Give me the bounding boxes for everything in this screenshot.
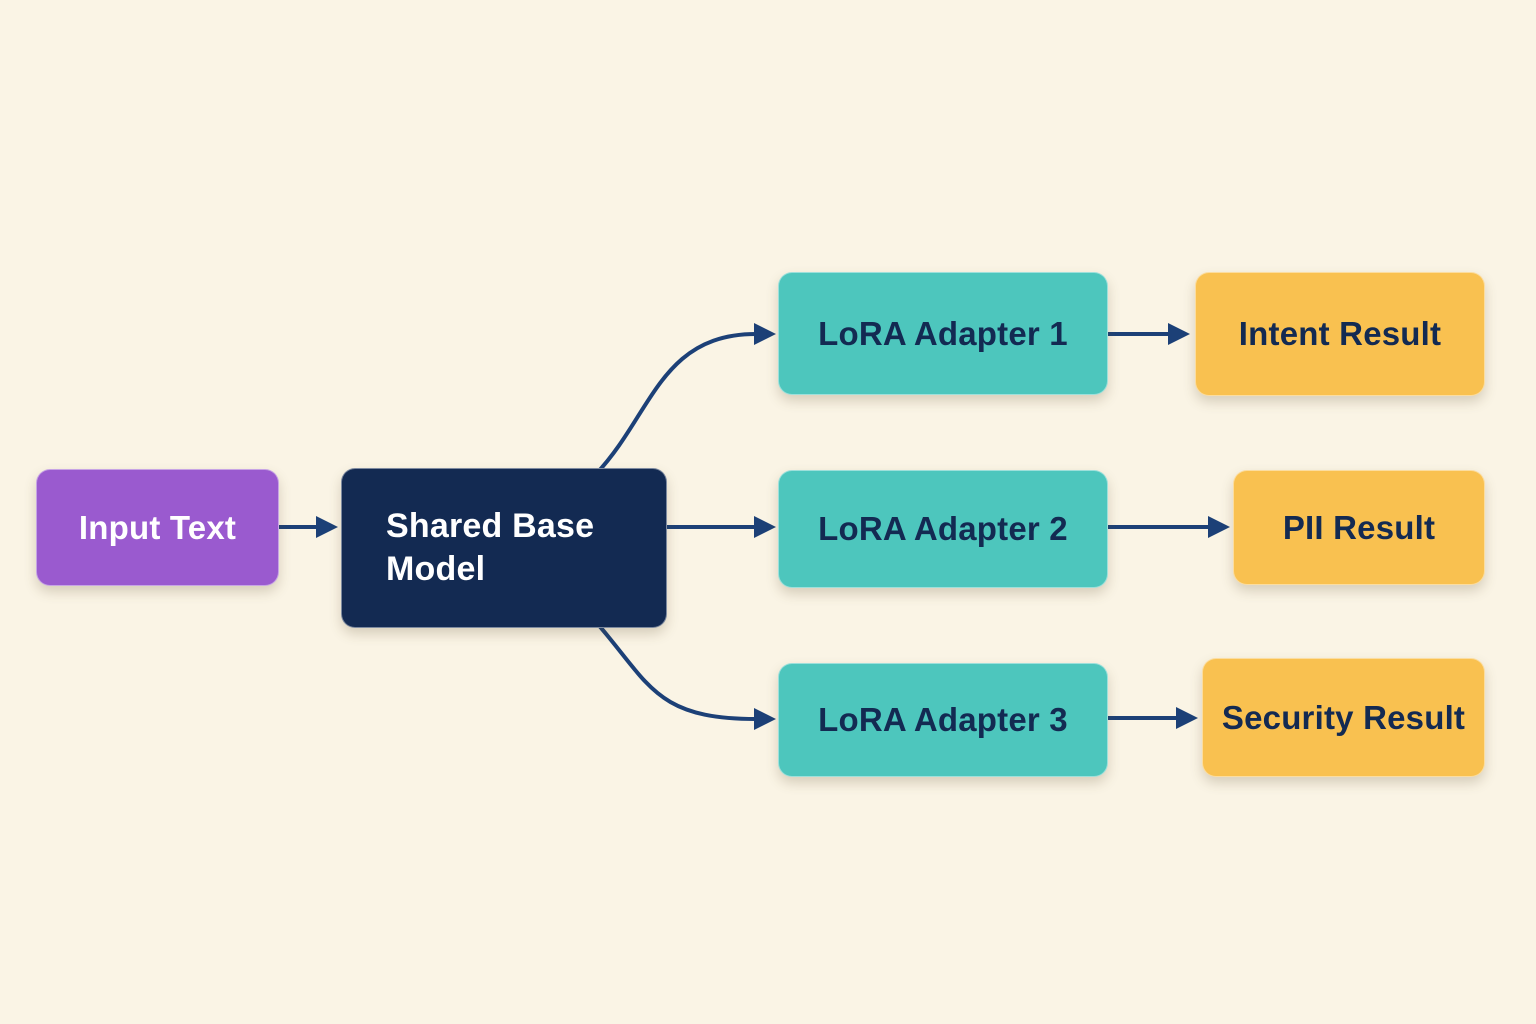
- node-lora-adapter-2: LoRA Adapter 2: [778, 470, 1108, 588]
- node-shared-base-model-label: Shared Base Model: [386, 507, 595, 588]
- node-intent-result: Intent Result: [1195, 272, 1485, 396]
- node-security-result: Security Result: [1202, 658, 1485, 777]
- node-input-text-label: Input Text: [78, 508, 237, 546]
- edge-input-to-base: [277, 516, 338, 538]
- node-lora-adapter-3-label: LoRA Adapter 3: [818, 701, 1068, 739]
- edge-base-to-lora1: [594, 323, 776, 476]
- edge-base-to-lora3: [594, 620, 776, 730]
- node-pii-result: PII Result: [1233, 470, 1485, 585]
- node-intent-result-label: Intent Result: [1238, 315, 1442, 353]
- node-pii-result-label: PII Result: [1282, 508, 1436, 546]
- node-lora-adapter-1-label: LoRA Adapter 1: [818, 314, 1068, 352]
- node-lora-adapter-2-label: LoRA Adapter 2: [818, 510, 1068, 548]
- node-security-result-label: Security Result: [1221, 698, 1466, 736]
- edge-lora1-to-intent: [1106, 323, 1190, 345]
- edge-lora2-to-pii: [1106, 516, 1230, 538]
- node-shared-base-model: Shared Base Model: [341, 468, 667, 628]
- node-input-text: Input Text: [36, 469, 279, 586]
- edge-lora3-to-security: [1106, 707, 1198, 729]
- node-lora-adapter-1: LoRA Adapter 1: [778, 272, 1108, 395]
- edge-base-to-lora2: [663, 516, 776, 538]
- node-lora-adapter-3: LoRA Adapter 3: [778, 663, 1108, 777]
